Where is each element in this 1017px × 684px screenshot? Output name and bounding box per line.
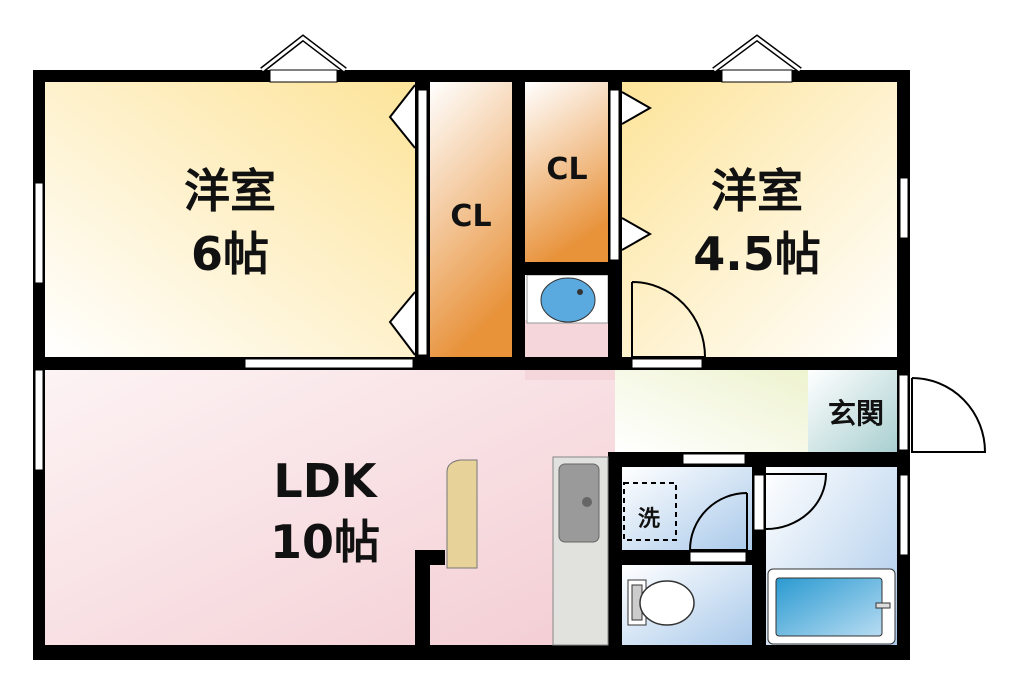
entrance-floor (808, 370, 897, 452)
hall-floor (615, 370, 808, 452)
bedroom-east-floor (622, 82, 897, 358)
toilet (627, 579, 695, 626)
bedroom-west-floor (45, 82, 417, 358)
washroom-floor (622, 467, 752, 550)
closet-west-floor (430, 82, 512, 358)
ldk-name: LDK (273, 454, 378, 508)
refrigerator (446, 459, 478, 569)
ldk-floor (45, 370, 615, 645)
closet-east-floor (525, 82, 608, 262)
bathtub (767, 568, 896, 645)
entrance-label: 玄関 (828, 397, 884, 430)
windows (34, 34, 909, 563)
doors[interactable] (631, 281, 987, 551)
closet-doors[interactable] (388, 84, 653, 356)
washer-label: 洗 (638, 507, 660, 532)
closet-west-label: CL (450, 199, 491, 234)
ldk-size: 10帖 (270, 515, 380, 569)
bedroom-west-name: 洋室 (184, 164, 276, 218)
washer-space (623, 482, 677, 541)
bedroom-east-name: 洋室 (711, 164, 803, 218)
closet-east-label: CL (546, 152, 587, 187)
washbasin (540, 277, 596, 323)
bedroom-west-size: 6帖 (191, 227, 269, 281)
kitchen-sink (552, 456, 609, 646)
bedroom-east-size: 4.5帖 (693, 227, 821, 281)
hallway-floor (525, 320, 615, 380)
